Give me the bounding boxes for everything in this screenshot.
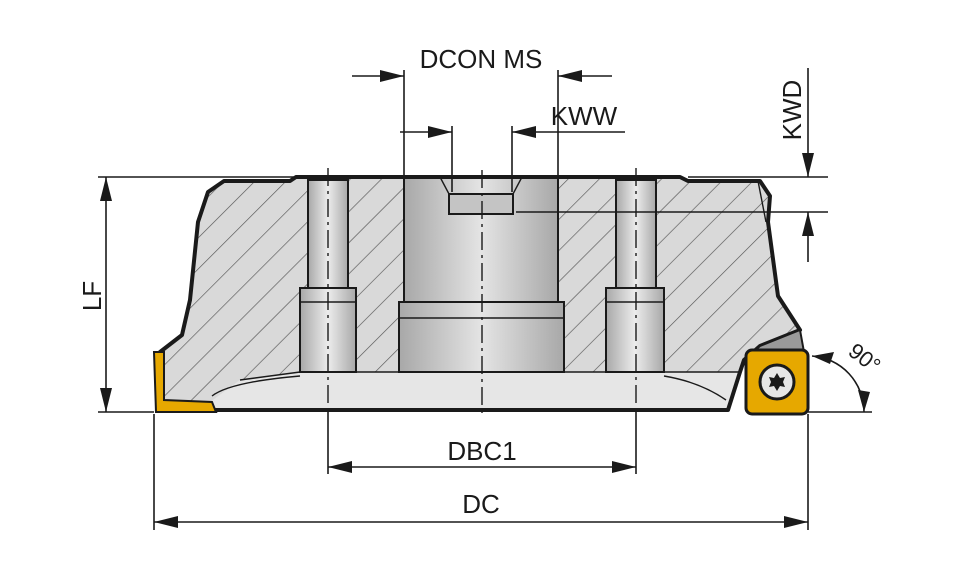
dim-lf: [98, 176, 296, 413]
keyway-chamfer: [439, 176, 523, 195]
body-top-chamfer: [757, 180, 767, 223]
dim-dc: [153, 414, 809, 530]
keyway-slot: [448, 193, 514, 215]
left-insert: [152, 351, 218, 413]
dim-kww: [400, 126, 625, 192]
bottom-face: [206, 372, 740, 410]
dim-kwd: [516, 68, 828, 262]
dim-dcon-ms: [352, 70, 612, 175]
right-screw-counterbore: [605, 287, 665, 373]
label-angle: 90°: [844, 338, 886, 378]
label-lf: LF: [77, 281, 107, 311]
label-dbc1: DBC1: [447, 436, 516, 466]
section-hatch-left: [160, 177, 404, 405]
face-curve-right: [663, 375, 727, 401]
face-curve-left: [211, 375, 301, 397]
dim-dbc1: [327, 412, 637, 474]
torx-screw-icon: [758, 363, 796, 401]
label-kww: KWW: [551, 101, 618, 131]
label-dc: DC: [462, 489, 500, 519]
label-kwd: KWD: [777, 80, 807, 141]
dim-angle: [808, 352, 872, 413]
label-dcon-ms: DCON MS: [420, 44, 543, 74]
